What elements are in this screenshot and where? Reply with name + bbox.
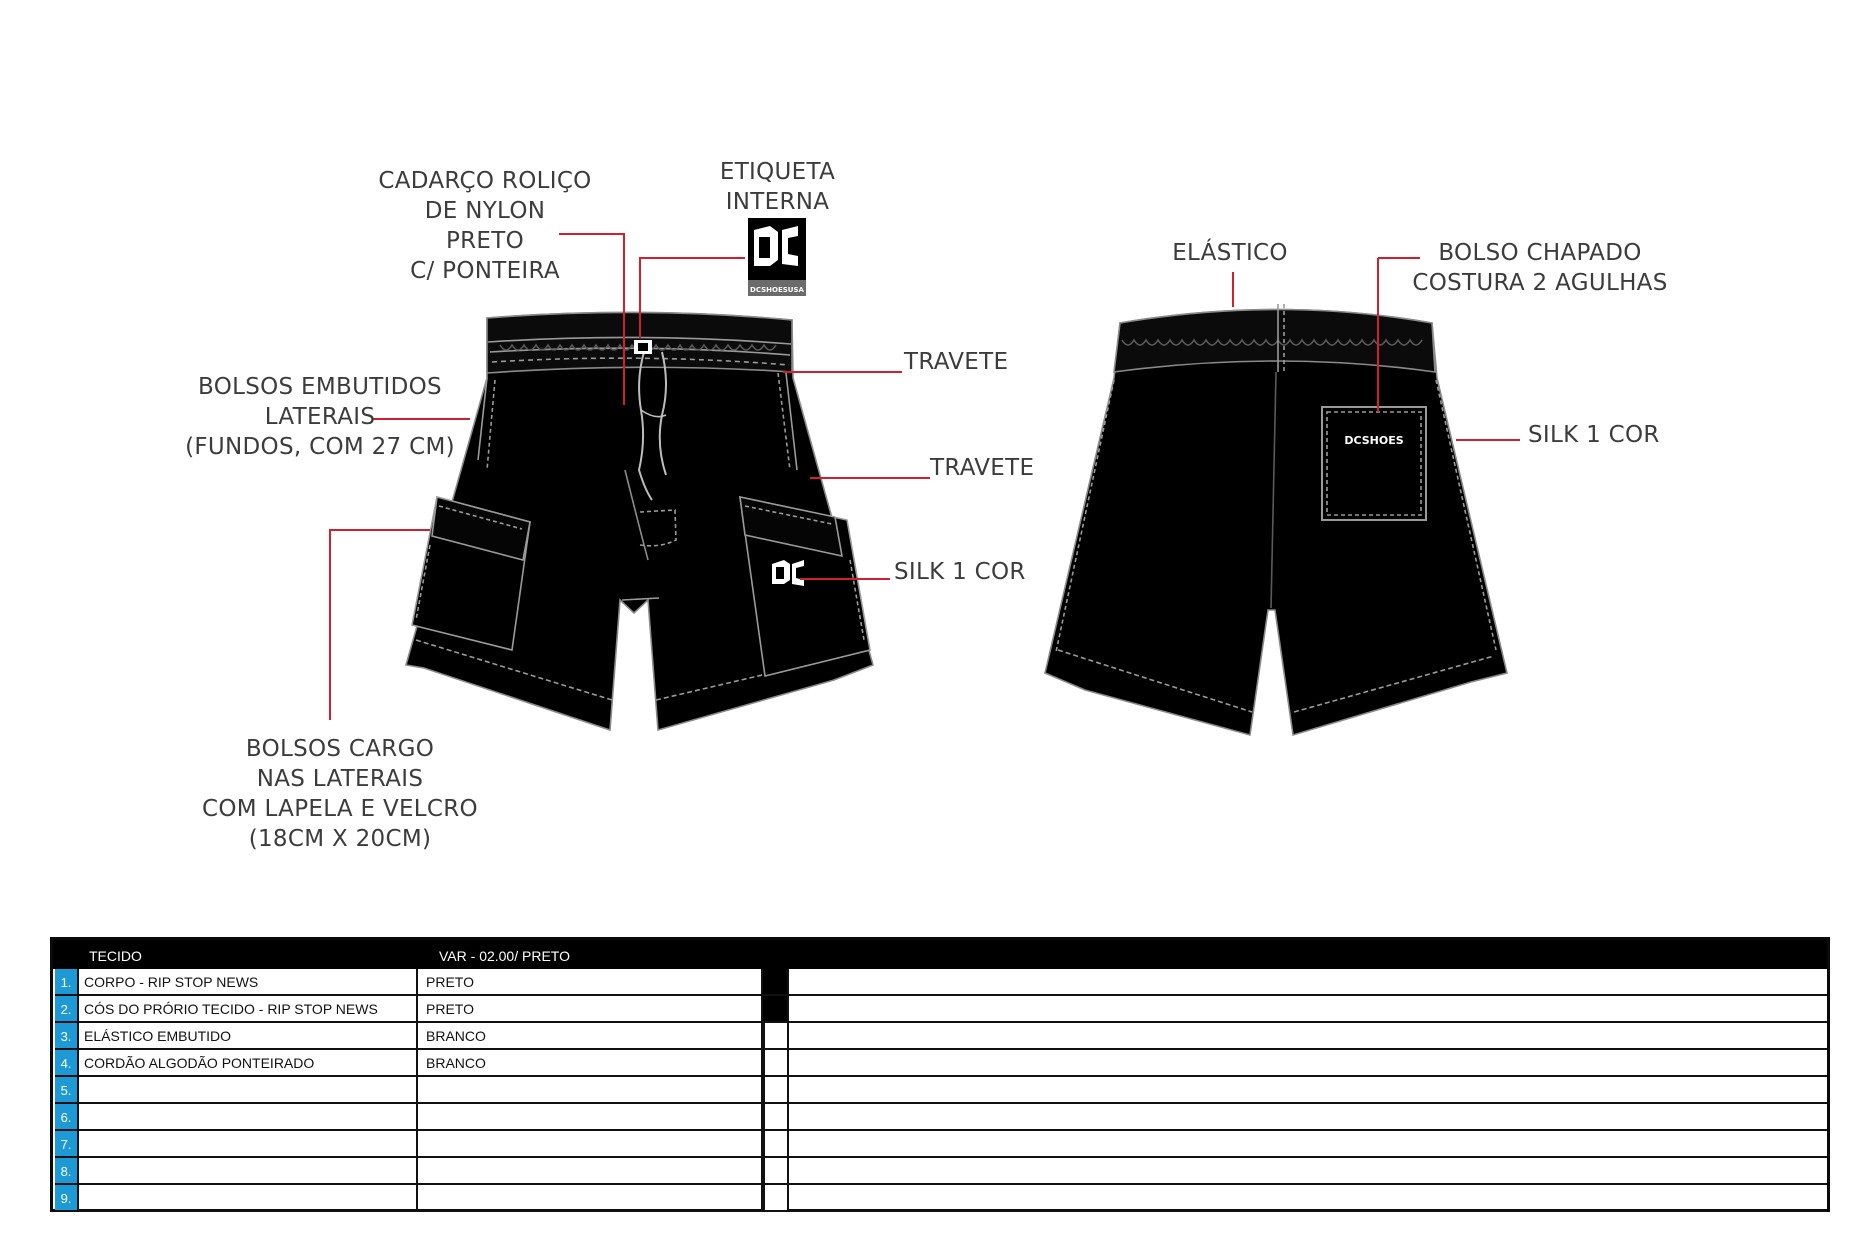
row-item: CORDÃO ALGODÃO PONTEIRADO [77, 1050, 418, 1077]
drawstring [637, 351, 653, 501]
row-swatch [763, 1050, 789, 1077]
row-color [418, 1158, 763, 1185]
inner-label-strip-text: DCSHOESUSA [750, 286, 804, 294]
row-item: CORPO - RIP STOP NEWS [77, 969, 418, 996]
back-patch-pocket [1321, 406, 1427, 521]
row-color: PRETO [418, 996, 763, 1023]
row-notes [789, 1158, 1827, 1185]
row-number: 8. [55, 1158, 77, 1185]
row-swatch [763, 1023, 789, 1050]
row-color [418, 1077, 763, 1104]
row-number: 1. [55, 969, 77, 996]
technical-drawing: DCSHOESUSA DCSHOES [329, 218, 1520, 737]
row-notes [789, 1023, 1827, 1050]
callout-bartack-1: TRAVETE [904, 349, 1009, 375]
row-notes [789, 969, 1827, 996]
callout-back-pocket: BOLSO CHAPADO COSTURA 2 AGULHAS [1412, 240, 1668, 296]
row-notes [789, 996, 1827, 1023]
row-swatch [763, 1185, 789, 1212]
callout-silk-front: SILK 1 COR [894, 559, 1026, 585]
row-notes [789, 1131, 1827, 1158]
table-row: 6. [53, 1104, 1827, 1131]
row-number: 7. [55, 1131, 77, 1158]
row-number: 3. [55, 1023, 77, 1050]
callout-bartack-2: TRAVETE [930, 455, 1035, 481]
row-swatch [763, 969, 789, 996]
header-variant: VAR - 02.00/ PRETO [439, 948, 570, 964]
row-number: 2. [55, 996, 77, 1023]
inner-label-tag [748, 218, 806, 296]
row-color: PRETO [418, 969, 763, 996]
spec-table: TECIDO VAR - 02.00/ PRETO 1.CORPO - RIP … [50, 937, 1830, 1212]
row-color [418, 1104, 763, 1131]
row-number: 5. [55, 1077, 77, 1104]
row-item [77, 1077, 418, 1104]
row-notes [789, 1104, 1827, 1131]
row-swatch [763, 1158, 789, 1185]
row-item [77, 1185, 418, 1212]
leader-back-pocket [1377, 257, 1420, 412]
row-item [77, 1158, 418, 1185]
callout-side-pockets: BOLSOS EMBUTIDOS LATERAIS (FUNDOS, COM 2… [185, 374, 455, 460]
front-shorts [404, 311, 874, 732]
row-color [418, 1131, 763, 1158]
row-swatch [763, 996, 789, 1023]
row-swatch [763, 1131, 789, 1158]
row-number: 4. [55, 1050, 77, 1077]
table-row: 5. [53, 1077, 1827, 1104]
header-fabric: TECIDO [89, 948, 142, 964]
row-swatch [763, 1104, 789, 1131]
row-color: BRANCO [418, 1050, 763, 1077]
row-item: ELÁSTICO EMBUTIDO [77, 1023, 418, 1050]
table-row: 8. [53, 1158, 1827, 1185]
row-number: 6. [55, 1104, 77, 1131]
back-waistband [1113, 308, 1436, 373]
callout-inner-label: ETIQUETA INTERNA [719, 159, 836, 215]
spec-table-header: TECIDO VAR - 02.00/ PRETO [53, 940, 1827, 969]
callout-drawstring: CADARÇO ROLIÇO DE NYLON PRETO C/ PONTEIR… [378, 168, 592, 284]
row-color: BRANCO [418, 1023, 763, 1050]
row-notes [789, 1185, 1827, 1212]
back-shorts [1044, 304, 1508, 737]
row-number: 9. [55, 1185, 77, 1212]
callout-silk-back: SILK 1 COR [1528, 422, 1660, 448]
leader-inner-label [639, 257, 745, 338]
back-pocket-print: DCSHOES [1344, 434, 1403, 447]
row-item: CÓS DO PRÓRIO TECIDO - RIP STOP NEWS [77, 996, 418, 1023]
table-row: 9. [53, 1185, 1827, 1212]
row-item [77, 1104, 418, 1131]
leader-cargo [329, 529, 430, 720]
table-row: 7. [53, 1131, 1827, 1158]
row-item [77, 1131, 418, 1158]
row-notes [789, 1077, 1827, 1104]
callout-elastic: ELÁSTICO [1172, 240, 1288, 266]
row-swatch [763, 1077, 789, 1104]
callout-cargo-pockets: BOLSOS CARGO NAS LATERAIS COM LAPELA E V… [202, 736, 478, 852]
leader-drawstring [559, 233, 625, 405]
row-notes [789, 1050, 1827, 1077]
row-color [418, 1185, 763, 1212]
